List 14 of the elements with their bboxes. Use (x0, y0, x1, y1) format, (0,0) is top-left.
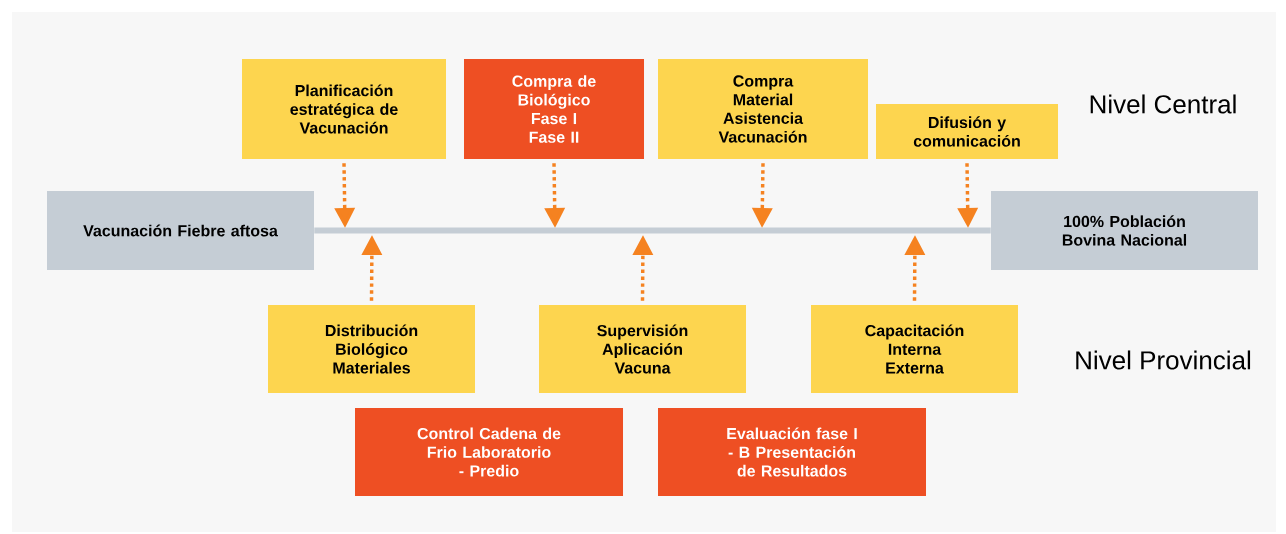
level-label: Nivel Central (1090, 94, 1236, 114)
process-box: Evaluación fase I - B Presentación de Resultados (658, 408, 926, 496)
process-box: Control Cadena de Frio Laboratorio - Predio (355, 408, 623, 496)
process-box: Compra de Biológico Fase I Fase II (464, 59, 644, 159)
level-label: Nivel Provincial (1076, 350, 1251, 370)
milestone-box: Vacunación Fiebre aftosa (47, 191, 314, 270)
process-box: Supervisión Aplicación Vacuna (539, 305, 746, 393)
process-box: Difusión y comunicación (876, 104, 1058, 159)
process-box: Capacitación Interna Externa (811, 305, 1018, 393)
process-box: Distribución Biológico Materiales (268, 305, 475, 393)
milestone-box: 100% Población Bovina Nacional (991, 191, 1258, 270)
process-box: Planificación estratégica de Vacunación (242, 59, 446, 159)
timeline-line (314, 227, 991, 234)
process-box: Compra Material Asistencia Vacunación (658, 59, 868, 159)
